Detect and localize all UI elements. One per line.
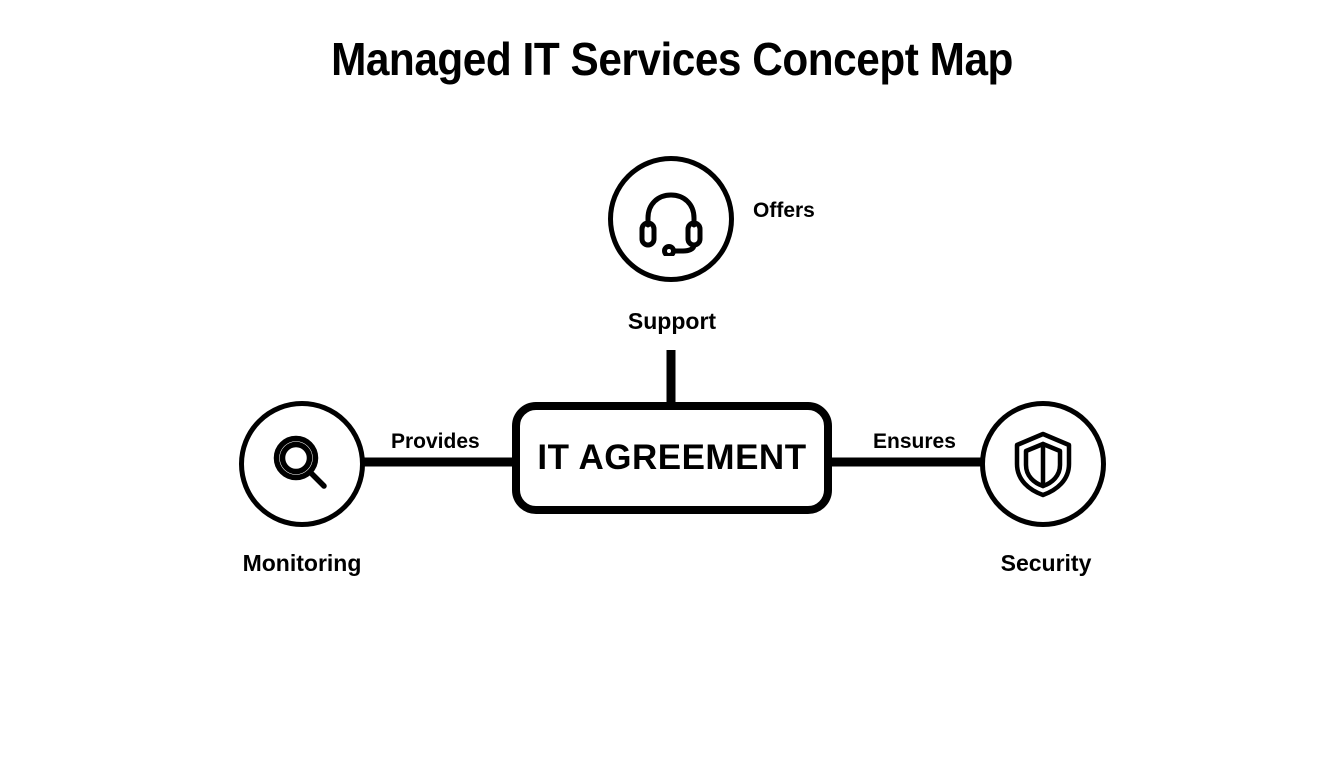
edge-label-provides: Provides bbox=[391, 430, 480, 453]
node-security[interactable] bbox=[980, 401, 1106, 527]
node-monitoring[interactable] bbox=[239, 401, 365, 527]
edge-label-offers: Offers bbox=[753, 199, 815, 222]
page-title: Managed IT Services Concept Map bbox=[331, 33, 1013, 85]
node-support[interactable] bbox=[608, 156, 734, 282]
node-security-label: Security bbox=[1000, 550, 1092, 576]
node-it-agreement[interactable]: IT AGREEMENT bbox=[512, 402, 832, 514]
shield-icon bbox=[985, 406, 1101, 522]
headset-icon bbox=[613, 161, 729, 277]
node-it-agreement-label: IT AGREEMENT bbox=[537, 438, 807, 477]
edge-label-ensures: Ensures bbox=[873, 430, 956, 453]
magnifier-icon bbox=[244, 406, 360, 522]
node-support-label: Support bbox=[627, 308, 717, 334]
node-monitoring-label: Monitoring bbox=[242, 550, 362, 576]
